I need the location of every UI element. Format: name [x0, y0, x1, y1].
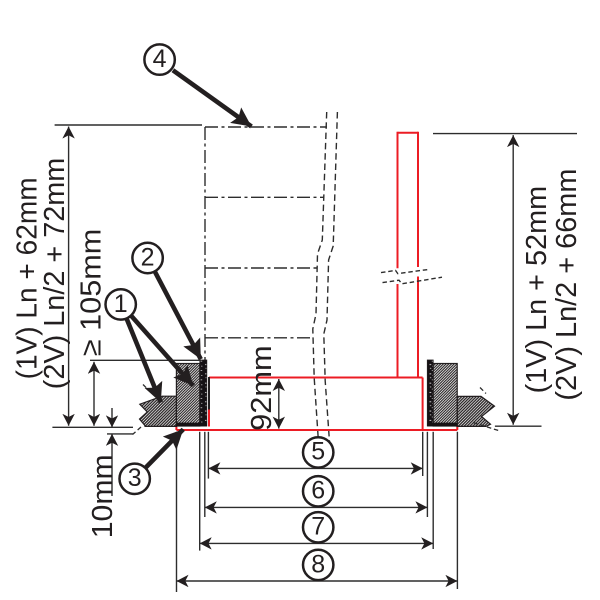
svg-text:≥ 105mm: ≥ 105mm	[75, 229, 107, 357]
svg-text:10mm: 10mm	[87, 454, 119, 538]
svg-text:5: 5	[311, 438, 325, 466]
svg-text:(2V) Ln/2 + 66mm: (2V) Ln/2 + 66mm	[551, 169, 583, 401]
svg-text:92mm: 92mm	[246, 345, 278, 431]
svg-text:1: 1	[114, 290, 128, 318]
svg-text:3: 3	[128, 464, 142, 492]
svg-text:(2V) Ln/2 + 72mm: (2V) Ln/2 + 72mm	[39, 158, 71, 390]
svg-text:(1V) Ln + 52mm: (1V) Ln + 52mm	[521, 186, 553, 394]
svg-text:8: 8	[311, 550, 325, 578]
svg-text:(1V) Ln + 62mm: (1V) Ln + 62mm	[12, 177, 44, 379]
svg-text:6: 6	[311, 477, 325, 505]
svg-text:4: 4	[153, 45, 167, 73]
svg-text:2: 2	[141, 243, 155, 271]
svg-text:7: 7	[311, 513, 325, 541]
